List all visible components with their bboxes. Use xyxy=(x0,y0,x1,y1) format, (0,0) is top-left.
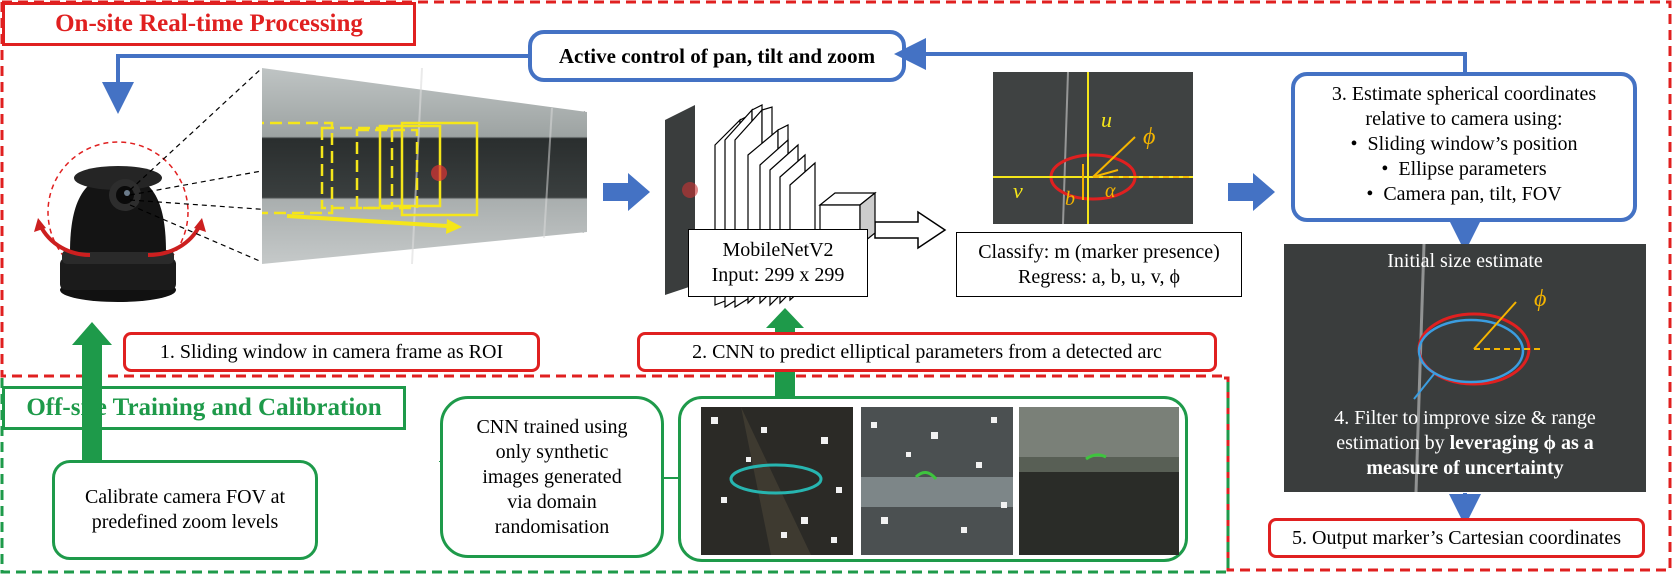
ellipse-parameters-image: u v α b ϕ xyxy=(993,72,1193,224)
param-phi-label: ϕ xyxy=(1143,124,1155,150)
cnn-trained-box: CNN trained using only synthetic images … xyxy=(440,396,664,558)
flow-arrow-2 xyxy=(1228,173,1275,211)
flow-arrow-1 xyxy=(603,173,650,211)
synthetic-images-panel xyxy=(678,396,1188,562)
step3-bullet-1-text: Sliding window’s position xyxy=(1367,133,1578,155)
cnn-model-name: MobileNetV2 xyxy=(722,239,834,261)
step4-line3-bold: measure of uncertainty xyxy=(1366,457,1564,479)
size-estimate-image: ϕ Initial size estimate 4. Filter to imp… xyxy=(1284,244,1646,492)
step4-line2-bold: leveraging ϕ as a xyxy=(1449,432,1594,454)
param-v-label: v xyxy=(1013,178,1023,203)
onsite-title-text: On-site Real-time Processing xyxy=(55,10,363,37)
cnn-model-box: MobileNetV2 Input: 299 x 299 xyxy=(688,229,868,297)
trained-line3: images generated xyxy=(482,465,622,488)
step3-bullet-2: • Ellipse parameters xyxy=(1381,158,1547,180)
calibration-arrow xyxy=(72,322,112,460)
classify-text: Classify: m (marker presence) xyxy=(978,240,1220,263)
trained-line4: via domain xyxy=(507,490,597,513)
step3-bullet-2-text: Ellipse parameters xyxy=(1398,158,1547,180)
classify-regress-box: Classify: m (marker presence) Regress: a… xyxy=(956,232,1242,297)
camera-frame-image xyxy=(262,68,587,264)
active-control-box: Active control of pan, tilt and zoom xyxy=(528,30,906,82)
step4-line1: 4. Filter to improve size & range xyxy=(1334,407,1596,429)
step4-line2: estimation by leveraging ϕ as a xyxy=(1284,431,1646,456)
trained-line1: CNN trained using xyxy=(476,415,628,438)
onsite-section-title: On-site Real-time Processing xyxy=(2,2,416,46)
phi-uncertainty-label: ϕ xyxy=(1534,286,1546,312)
step3-bullet-3-text: Camera pan, tilt, FOV xyxy=(1383,183,1562,205)
step4-line2-plain: estimation by xyxy=(1336,432,1450,454)
cnn-input-size: Input: 299 x 299 xyxy=(711,264,845,286)
calibrate-line1: Calibrate camera FOV at xyxy=(84,486,286,508)
step2-label: 2. CNN to predict elliptical parameters … xyxy=(692,340,1162,363)
calibrate-box: Calibrate camera FOV at predefined zoom … xyxy=(52,460,318,560)
param-a-label: α xyxy=(1105,180,1116,202)
step3-box: 3. Estimate spherical coordinates relati… xyxy=(1291,72,1637,222)
step3-bullet-3: • Camera pan, tilt, FOV xyxy=(1366,183,1562,205)
trained-line5: randomisation xyxy=(494,515,610,538)
step3-title-line1: 3. Estimate spherical coordinates xyxy=(1331,83,1597,105)
regress-text: Regress: a, b, u, v, ϕ xyxy=(1018,265,1180,288)
cnn-output-arrow xyxy=(874,210,947,250)
step1-box: 1. Sliding window in camera frame as ROI xyxy=(123,332,540,372)
trained-line2: only synthetic xyxy=(495,440,609,463)
step3-title-line2: relative to camera using: xyxy=(1365,108,1563,130)
step3-bullet-1: • Sliding window’s position xyxy=(1350,133,1578,155)
active-control-label: Active control of pan, tilt and zoom xyxy=(558,43,876,68)
ptz-camera-illustration xyxy=(34,141,206,302)
step5-label: 5. Output marker’s Cartesian coordinates xyxy=(1292,526,1621,549)
initial-size-text: Initial size estimate xyxy=(1387,250,1543,272)
param-b-label: b xyxy=(1065,188,1075,210)
synthetic-image-samples xyxy=(701,407,1179,555)
step1-label: 1. Sliding window in camera frame as ROI xyxy=(159,340,504,363)
param-u-label: u xyxy=(1101,107,1112,132)
step5-box: 5. Output marker’s Cartesian coordinates xyxy=(1268,518,1645,558)
step4-text: 4. Filter to improve size & range estima… xyxy=(1284,406,1646,481)
step2-box: 2. CNN to predict elliptical parameters … xyxy=(637,332,1217,372)
calibrate-line2: predefined zoom levels xyxy=(91,511,279,533)
